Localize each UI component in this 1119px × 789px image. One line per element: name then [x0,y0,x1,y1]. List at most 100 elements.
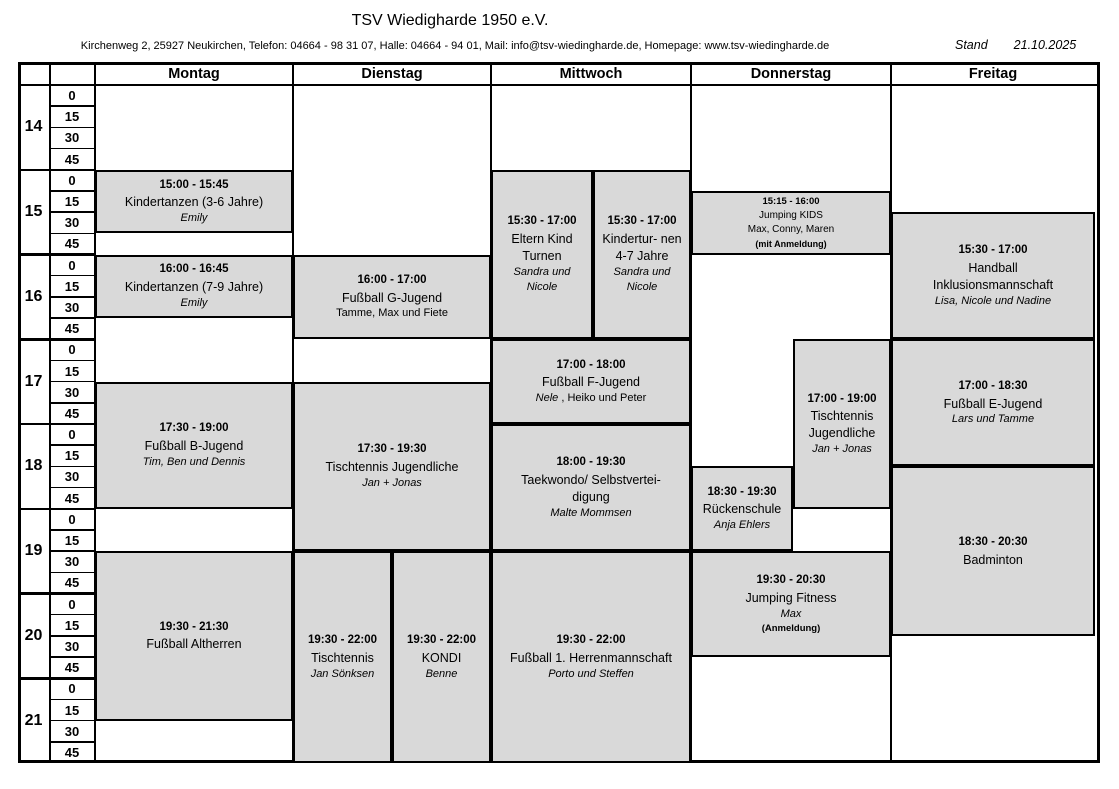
block-trainer-names: Max, Conny, Maren [747,224,835,236]
minute-label-20-45: 45 [64,660,80,676]
block-registration-note: (Anmeldung) [761,623,821,635]
grid-line-quarter [50,317,95,319]
block-registration-note: (mit Anmeldung) [755,238,827,249]
block-trainer-names: Malte Mommsen [550,506,632,519]
block-time-range: 19:30 - 21:30 [159,620,229,633]
minute-label-14-15: 15 [64,109,80,125]
block-time-range: 16:00 - 17:00 [357,273,427,286]
minute-label-19-15: 15 [64,533,80,549]
minute-label-20-15: 15 [64,617,80,633]
minute-label-21-0: 0 [68,681,76,697]
block-activity-name: Jumping Fitness [745,591,837,606]
minute-label-15-45: 45 [64,236,80,252]
minute-label-18-45: 45 [64,490,80,506]
block-time-range: 18:30 - 20:30 [958,535,1028,548]
stand-date: 21.10.2025 [1013,38,1077,52]
block-time-range: 16:00 - 16:45 [159,263,229,276]
block-activity-name: Eltern Kind Turnen [511,232,573,263]
block-time-range: 19:30 - 22:00 [406,634,477,647]
grid-line-quarter [50,274,95,277]
minute-label-16-0: 0 [68,257,76,273]
block-time-range: 17:00 - 18:00 [556,358,626,371]
block-trainer-names: Nele , Heiko und Peter [536,391,647,406]
block-trainer-names: Benne [425,667,458,680]
day-header-dienstag: Dienstag [361,65,423,82]
block-time-range: 15:30 - 17:00 [607,215,677,228]
minute-label-16-30: 30 [64,299,80,315]
block-time-range: 15:15 - 16:00 [762,196,820,208]
block-time-range: 19:30 - 22:00 [556,634,626,647]
block-time-range: 15:30 - 17:00 [507,215,577,228]
grid-line-quarter [50,656,95,658]
grid-line-quarter [50,529,95,531]
grid-line-quarter [50,126,95,129]
block-activity-name: Kindertanzen (7-9 Jahre) [124,279,264,294]
stand-label: Stand [955,38,988,52]
block-activity-name: KONDI [421,650,462,665]
block-trainer-names: Jan + Jonas [362,476,422,489]
minute-label-20-30: 30 [64,638,80,654]
minute-label-15-0: 0 [68,172,76,188]
block-activity-name: Rückenschule [702,502,782,517]
block-trainer-names: Max [780,608,802,621]
block-time-range: 18:00 - 19:30 [556,456,626,469]
grid-line-quarter [50,719,95,722]
grid-line-vertical [690,62,692,763]
grid-line-quarter [50,232,95,235]
block-activity-name: Fußball Altherren [146,637,242,652]
block-time-range: 18:30 - 19:30 [707,485,777,498]
minute-label-18-30: 30 [64,469,80,485]
grid-line-hour [18,507,95,510]
block-activity-name: Fußball G-Jugend [341,290,443,305]
block-activity-name: Tischtennis Jugendliche [808,409,876,441]
grid-line-quarter [50,571,95,574]
grid-line-hour [18,338,95,341]
minute-label-17-0: 0 [68,342,76,358]
block-trainer-names: Lars und Tamme [951,413,1035,426]
grid-line-quarter [50,550,95,552]
block-trainer-names: Emily [180,212,208,225]
minute-label-18-0: 0 [68,427,76,443]
minute-label-21-30: 30 [64,723,80,739]
club-address-line: Kirchenweg 2, 25927 Neukirchen, Telefon:… [80,40,830,52]
trainer-name-part: Nele [535,392,562,405]
day-header-montag: Montag [168,65,220,82]
minute-label-17-30: 30 [64,384,80,400]
grid-line-quarter [50,296,95,298]
minute-label-14-30: 30 [64,130,80,146]
club-title: TSV Wiedigharde 1950 e.V. [351,12,549,29]
grid-line-quarter [50,380,95,383]
block-activity-name: Tischtennis Jugendliche [325,460,459,475]
minute-label-16-15: 15 [64,278,80,294]
block-time-range: 17:00 - 18:30 [958,379,1028,392]
grid-line-quarter [50,147,95,150]
block-activity-name: Kindertur- nen 4-7 Jahre [602,232,682,263]
block-trainer-names: Sandra und Nicole [613,265,671,294]
grid-line-quarter [50,105,95,107]
block-trainer-names: Tamme, Max und Fiete [336,307,448,320]
block-time-range: 17:30 - 19:30 [357,443,427,456]
block-trainer-names: Emily [180,296,208,309]
block-time-range: 15:30 - 17:00 [958,244,1028,257]
minute-label-19-0: 0 [68,511,76,527]
hour-label-15: 15 [24,203,43,221]
day-header-donnerstag: Donnerstag [750,65,832,82]
block-activity-name: Handball Inklusionsmannschaft [932,260,1054,292]
minute-label-19-45: 45 [64,575,80,591]
table-border-right [1097,62,1100,763]
